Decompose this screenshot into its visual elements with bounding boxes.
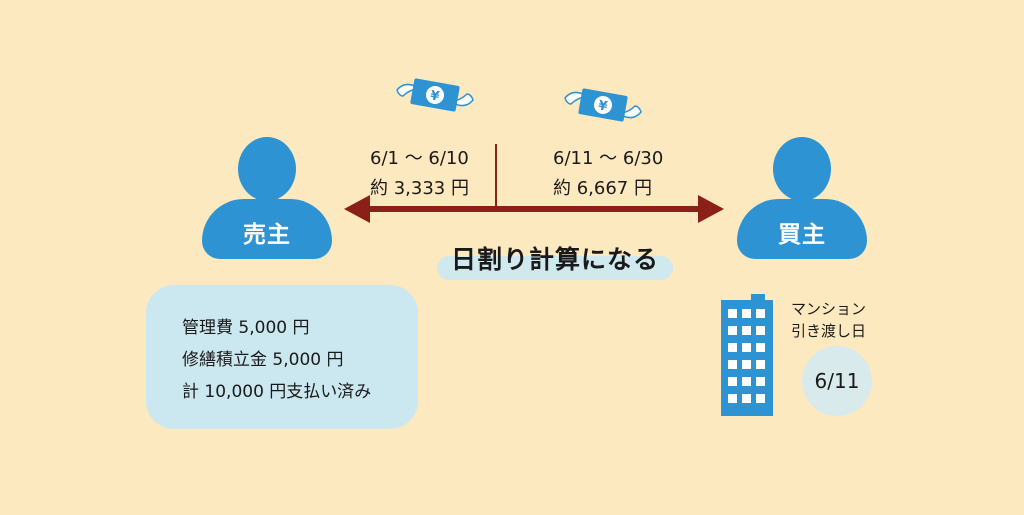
seller-label: 売主 <box>243 222 291 248</box>
person-icon <box>773 137 831 201</box>
building-icon <box>721 294 773 416</box>
management-fee: 管理費 5,000 円 <box>182 318 310 338</box>
handover-label: マンション 引き渡し日 <box>791 300 867 340</box>
repair-reserve-fee: 修繕積立金 5,000 円 <box>182 350 344 370</box>
handover-date: 6/11 <box>802 346 872 416</box>
person-icon <box>238 137 296 201</box>
arrow-head-left-icon <box>344 195 370 223</box>
buyer-period-amount: 約 6,667 円 <box>553 178 652 199</box>
center-label-highlight <box>437 256 673 280</box>
buyer-period-range: 6/11 〜 6/30 <box>553 148 664 169</box>
svg-text:¥: ¥ <box>429 88 441 104</box>
buyer-label: 買主 <box>778 222 826 248</box>
svg-text:¥: ¥ <box>597 98 609 114</box>
seller-period-range: 6/1 〜 6/10 <box>370 148 469 169</box>
seller-period-amount: 約 3,333 円 <box>370 178 469 199</box>
seller-figure: 売主 <box>202 137 332 259</box>
buyer-figure: 買主 <box>737 137 867 259</box>
buyer-period: 6/11 〜 6/30 約 6,667 円 <box>553 144 683 204</box>
center-label: 日割り計算になる <box>450 245 659 274</box>
yen-bill-with-wings-icon: ¥ <box>396 78 474 112</box>
seller-period: 6/1 〜 6/10 約 3,333 円 <box>370 144 490 204</box>
arrow-head-right-icon <box>698 195 724 223</box>
fee-total: 計 10,000 円支払い済み <box>182 382 372 402</box>
double-arrow <box>344 144 724 223</box>
fee-box: 管理費 5,000 円 修繕積立金 5,000 円 計 10,000 円支払い済… <box>146 285 418 429</box>
yen-bill-with-wings-icon: ¥ <box>564 88 642 122</box>
